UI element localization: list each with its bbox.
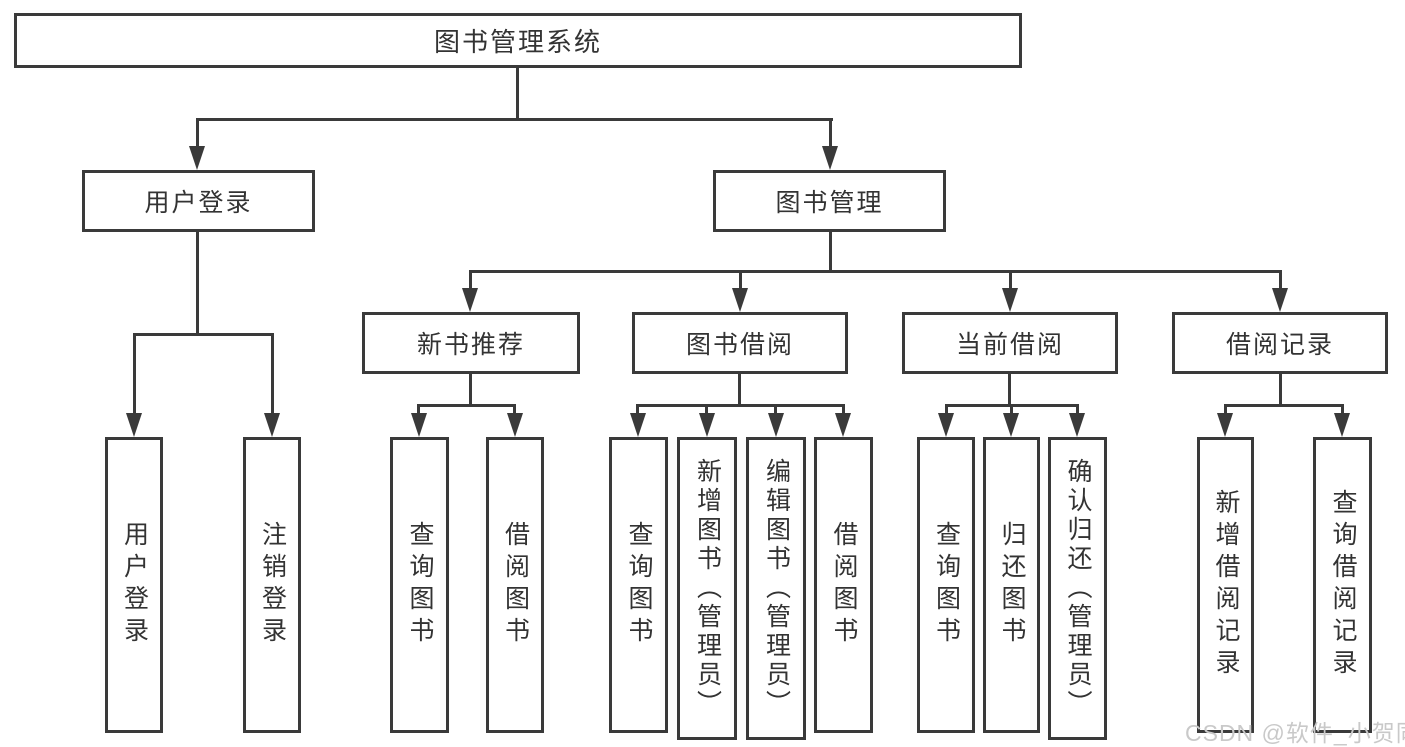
arrowhead-icon	[699, 413, 715, 437]
connector-line	[1224, 404, 1343, 407]
connector-line	[1279, 270, 1282, 292]
connector-line	[636, 404, 639, 416]
connector-line	[196, 118, 199, 150]
node-root: 图书管理系统	[14, 13, 1022, 68]
connector-line	[1009, 270, 1012, 292]
connector-line	[705, 404, 708, 416]
node-user-login: 用户登录	[82, 170, 315, 232]
node-leaf-query-borrow-record: 查询借阅记录	[1313, 437, 1372, 733]
connector-line	[469, 270, 472, 292]
arrowhead-icon	[507, 413, 523, 437]
node-leaf-borrow-books-2: 借阅图书	[814, 437, 873, 733]
connector-line	[469, 270, 1282, 273]
connector-line	[1010, 404, 1013, 416]
connector-line	[1076, 404, 1079, 416]
connector-line	[1008, 374, 1011, 406]
node-leaf-query-books-2: 查询图书	[609, 437, 668, 733]
connector-line	[516, 68, 519, 120]
arrowhead-icon	[1334, 413, 1350, 437]
connector-line	[829, 118, 832, 150]
arrowhead-icon	[768, 413, 784, 437]
connector-line	[513, 404, 516, 416]
connector-line	[739, 270, 742, 292]
arrowhead-icon	[1002, 288, 1018, 312]
node-leaf-query-books-1: 查询图书	[390, 437, 449, 733]
connector-line	[196, 232, 199, 335]
connector-line	[774, 404, 777, 416]
node-current-borrowing: 当前借阅	[902, 312, 1118, 374]
arrowhead-icon	[462, 288, 478, 312]
node-new-book-recommend: 新书推荐	[362, 312, 580, 374]
arrowhead-icon	[630, 413, 646, 437]
connector-line	[1341, 404, 1344, 416]
arrowhead-icon	[822, 146, 838, 170]
arrowhead-icon	[189, 146, 205, 170]
connector-line	[417, 404, 420, 416]
node-leaf-add-books-admin: 新增图书（管理员）	[677, 437, 737, 740]
node-leaf-return-books: 归还图书	[983, 437, 1040, 733]
arrowhead-icon	[264, 413, 280, 437]
connector-line	[636, 404, 845, 407]
arrowhead-icon	[1272, 288, 1288, 312]
arrowhead-icon	[938, 413, 954, 437]
arrowhead-icon	[732, 288, 748, 312]
connector-line	[945, 404, 948, 416]
connector-line	[271, 333, 274, 417]
connector-line	[1279, 374, 1282, 406]
connector-line	[842, 404, 845, 416]
arrowhead-icon	[1003, 413, 1019, 437]
arrowhead-icon	[1217, 413, 1233, 437]
arrowhead-icon	[1069, 413, 1085, 437]
connector-line	[417, 404, 516, 407]
node-leaf-add-borrow-record: 新增借阅记录	[1197, 437, 1254, 733]
connector-line	[133, 333, 274, 336]
watermark-text: CSDN @软件_小贺同学	[1185, 720, 1405, 746]
arrowhead-icon	[126, 413, 142, 437]
node-leaf-query-books-3: 查询图书	[917, 437, 975, 733]
node-leaf-user-login: 用户登录	[105, 437, 163, 733]
connector-line	[196, 118, 833, 121]
node-book-borrowing: 图书借阅	[632, 312, 848, 374]
connector-line	[1224, 404, 1227, 416]
connector-line	[738, 374, 741, 406]
connector-line	[829, 232, 832, 272]
node-leaf-confirm-return-admin: 确认归还（管理员）	[1048, 437, 1107, 740]
connector-line	[469, 374, 472, 406]
arrowhead-icon	[411, 413, 427, 437]
connector-line	[133, 333, 136, 417]
arrowhead-icon	[835, 413, 851, 437]
node-leaf-logout: 注销登录	[243, 437, 301, 733]
node-book-management: 图书管理	[713, 170, 946, 232]
node-borrowing-records: 借阅记录	[1172, 312, 1388, 374]
node-leaf-borrow-books-1: 借阅图书	[486, 437, 544, 733]
node-leaf-edit-books-admin: 编辑图书（管理员）	[746, 437, 806, 740]
